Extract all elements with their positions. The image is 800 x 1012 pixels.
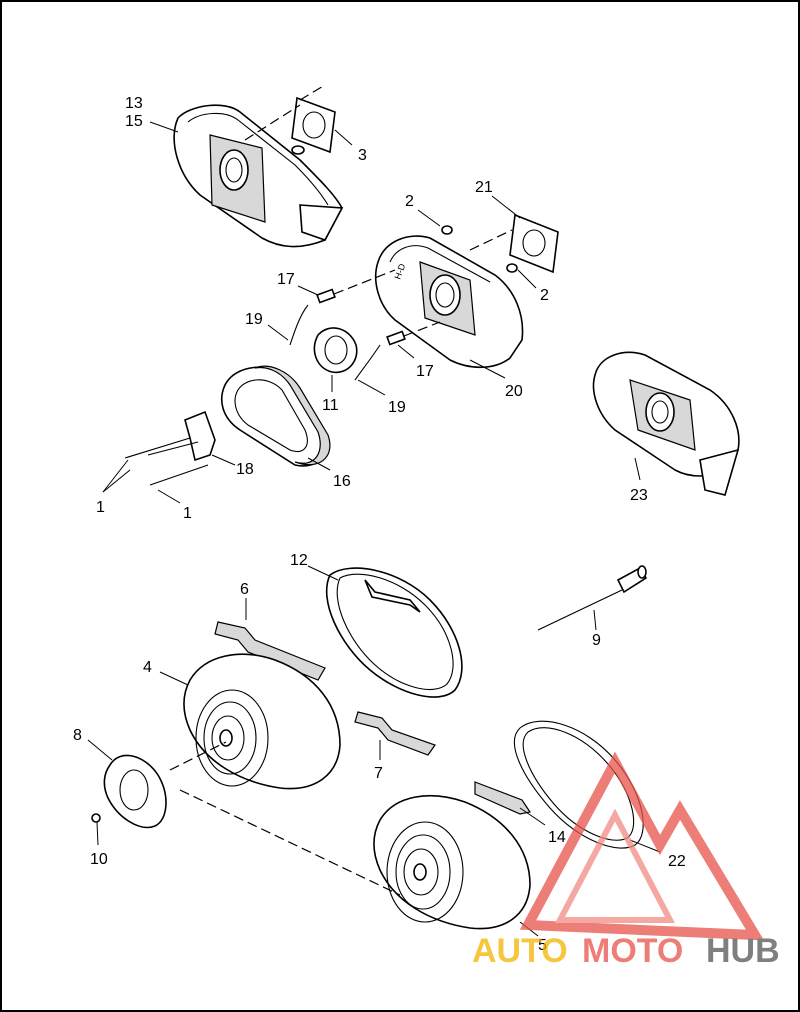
washer-part-2-right [506, 263, 518, 273]
callout-15: 15 [125, 113, 143, 130]
callout-6: 6 [240, 581, 249, 598]
backplate-part-13-15 [173, 104, 344, 248]
callout-labels: 13 15 3 2 21 2 17 19 17 11 19 20 18 16 2… [73, 95, 686, 954]
callout-7: 7 [374, 765, 383, 782]
callout-10: 10 [90, 851, 108, 868]
callout-13: 13 [125, 95, 143, 112]
breather-bolt-17-right [386, 330, 406, 346]
callout-12: 12 [290, 552, 308, 569]
watermark-text-moto: MOTO [582, 932, 683, 970]
callout-23: 23 [630, 487, 648, 504]
callout-21: 21 [475, 179, 493, 196]
callout-8: 8 [73, 727, 82, 744]
callout-1-bottom: 1 [183, 505, 192, 522]
callout-2-top: 2 [405, 193, 414, 210]
filter-element-part-16 [221, 365, 331, 467]
trim-ring-part-12 [325, 567, 463, 698]
callout-17-left: 17 [277, 271, 295, 288]
air-cleaner-cover-part-5 [373, 794, 531, 930]
callout-2-right: 2 [540, 287, 549, 304]
washer-part-2-top [441, 225, 453, 235]
breather-tube-part-9 [537, 565, 648, 631]
watermark-text-auto: AUTO [472, 932, 568, 970]
screw-part-1-b [147, 441, 199, 456]
screw-part-10 [91, 813, 101, 823]
callout-4: 4 [143, 659, 152, 676]
hose-part-19-right [354, 344, 381, 381]
callout-19-right: 19 [388, 399, 406, 416]
callout-17-right: 17 [416, 363, 434, 380]
callout-18: 18 [236, 461, 254, 478]
callout-9: 9 [592, 632, 601, 649]
callout-16: 16 [333, 473, 351, 490]
air-cleaner-cover-part-4 [183, 653, 341, 790]
insert-strip-part-14 [474, 781, 531, 815]
screw-part-1-a [124, 437, 191, 459]
medallion-part-8 [103, 754, 167, 829]
watermark-text-hub: HUB [706, 932, 780, 970]
leader-lines [87, 121, 661, 937]
callout-3: 3 [358, 147, 367, 164]
callout-11: 11 [322, 397, 339, 414]
screw-part-1-c [149, 464, 209, 486]
hose-part-19-left [289, 304, 309, 346]
insert-strip-part-6 [214, 621, 326, 681]
gasket-part-21 [509, 213, 559, 274]
insert-strip-part-7 [354, 711, 436, 756]
callout-20: 20 [505, 383, 523, 400]
backplate-part-23 [592, 351, 740, 496]
callout-5: 5 [538, 937, 547, 954]
gasket-part-11 [313, 327, 358, 374]
callout-22: 22 [668, 853, 686, 870]
breather-bolt-17-left [316, 288, 336, 304]
gasket-part-3 [291, 96, 336, 154]
callout-14: 14 [548, 829, 566, 846]
callout-1-left: 1 [96, 499, 105, 516]
watermark-logo: AUTO MOTO HUB [472, 751, 780, 970]
backplate-part-20: H-D [374, 235, 524, 369]
callout-19-left: 19 [245, 311, 263, 328]
bracket-part-18 [184, 410, 216, 462]
